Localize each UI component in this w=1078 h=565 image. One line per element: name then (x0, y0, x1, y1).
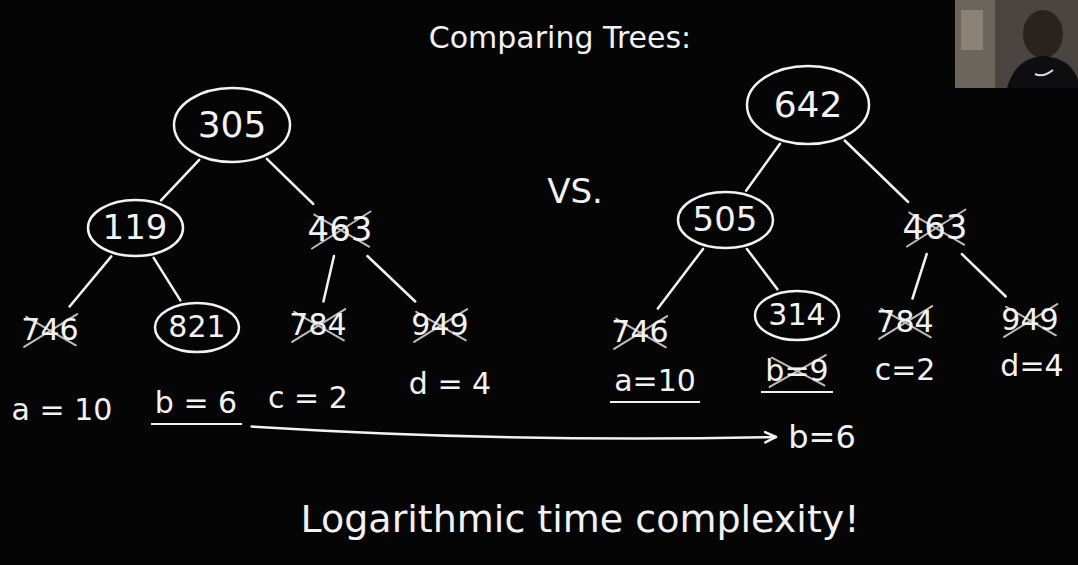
hash-value: 463 (903, 208, 968, 247)
label-text: c=2 (875, 353, 936, 388)
tree-edge (913, 254, 927, 299)
crossed-hash: 463 (898, 206, 973, 250)
circled-hash: 821 (153, 301, 241, 354)
edge-line (267, 159, 313, 204)
tree-edge (323, 256, 334, 302)
edge-line (70, 256, 112, 306)
label-text: a=10 (614, 364, 696, 399)
label-text: VS. (547, 172, 603, 211)
edge-line (913, 254, 927, 299)
tree-edge (367, 256, 415, 302)
hash-value: 784 (876, 305, 933, 340)
arrow-head (765, 432, 776, 442)
circle-stroke (747, 66, 869, 144)
circle-stroke (174, 88, 290, 162)
circle-stroke (88, 200, 183, 256)
tree-edge (845, 141, 908, 202)
tree-edge (161, 160, 199, 201)
tree-edge (154, 258, 181, 301)
label-text: d=4 (1000, 349, 1063, 384)
leaf-value-label: b=9 (761, 352, 833, 393)
versus-label: VS. (543, 169, 607, 215)
leader-line (252, 427, 777, 439)
leaf-value-label: d = 4 (405, 364, 496, 405)
tree-edge (747, 249, 778, 289)
tree-edge (746, 144, 780, 191)
leaf-value-label: d=4 (996, 346, 1068, 387)
crossed-hash: 784 (284, 306, 352, 345)
circled-hash: 505 (676, 190, 775, 250)
leaf-value-label: a=10 (610, 362, 700, 403)
crossed-hash: 949 (996, 301, 1064, 340)
crossed-hash: 746 (606, 313, 674, 352)
hash-value: 119 (103, 208, 168, 247)
hash-value: 314 (768, 298, 825, 333)
label-text: b=9 (765, 354, 828, 389)
hash-value: 505 (693, 200, 758, 239)
label-text: d = 4 (409, 367, 491, 402)
leaf-value-label: a = 10 (8, 390, 117, 431)
leaf-value-label: b=6 (784, 416, 860, 459)
label-text: b = 6 (155, 386, 237, 421)
crossed-hash: 463 (303, 208, 378, 252)
edge-line (962, 254, 1006, 297)
label-text: b=6 (788, 419, 855, 456)
crossed-hash: 784 (871, 303, 939, 342)
circle-stroke (678, 192, 773, 248)
circle-stroke (155, 303, 239, 352)
leaf-value-label: b = 6 (151, 384, 242, 425)
edge-line (747, 249, 778, 289)
circled-hash: 642 (745, 64, 871, 146)
edge-line (658, 249, 703, 309)
circled-hash: 305 (172, 86, 292, 164)
edge-line (323, 256, 334, 302)
diagram-title: Comparing Trees: (425, 19, 696, 58)
hash-value: 746 (611, 315, 668, 350)
hash-value: 821 (168, 310, 225, 345)
diagram-caption: Logarithmic time complexity! (296, 496, 864, 544)
circled-hash: 314 (753, 289, 841, 342)
crossed-hash: 949 (406, 306, 474, 345)
edge-line (161, 160, 199, 201)
edge-line (367, 256, 415, 302)
hash-value: 463 (308, 210, 373, 249)
hash-value: 746 (21, 313, 78, 348)
tree-edge (70, 256, 112, 306)
hash-value: 949 (1001, 303, 1058, 338)
edge-line (845, 141, 908, 202)
tree-edge (658, 249, 703, 309)
leader-arrow (252, 427, 777, 443)
label-text: c = 2 (268, 381, 348, 416)
circled-hash: 119 (86, 198, 185, 258)
leaf-value-label: c = 2 (264, 378, 352, 419)
caption-text: Logarithmic time complexity! (300, 498, 859, 542)
title-text: Comparing Trees: (429, 21, 691, 56)
hash-value: 949 (411, 308, 468, 343)
leaf-value-label: c=2 (871, 350, 940, 391)
hash-value: 305 (198, 104, 267, 145)
circle-stroke (755, 291, 839, 340)
tree-edge (962, 254, 1006, 297)
hash-value: 784 (289, 308, 346, 343)
label-text: a = 10 (12, 393, 113, 428)
edge-line (746, 144, 780, 191)
tree-edge (267, 159, 313, 204)
hash-value: 642 (774, 84, 843, 125)
edge-line (154, 258, 181, 301)
webcam-thumbnail (955, 0, 1078, 88)
crossed-hash: 746 (16, 311, 84, 350)
